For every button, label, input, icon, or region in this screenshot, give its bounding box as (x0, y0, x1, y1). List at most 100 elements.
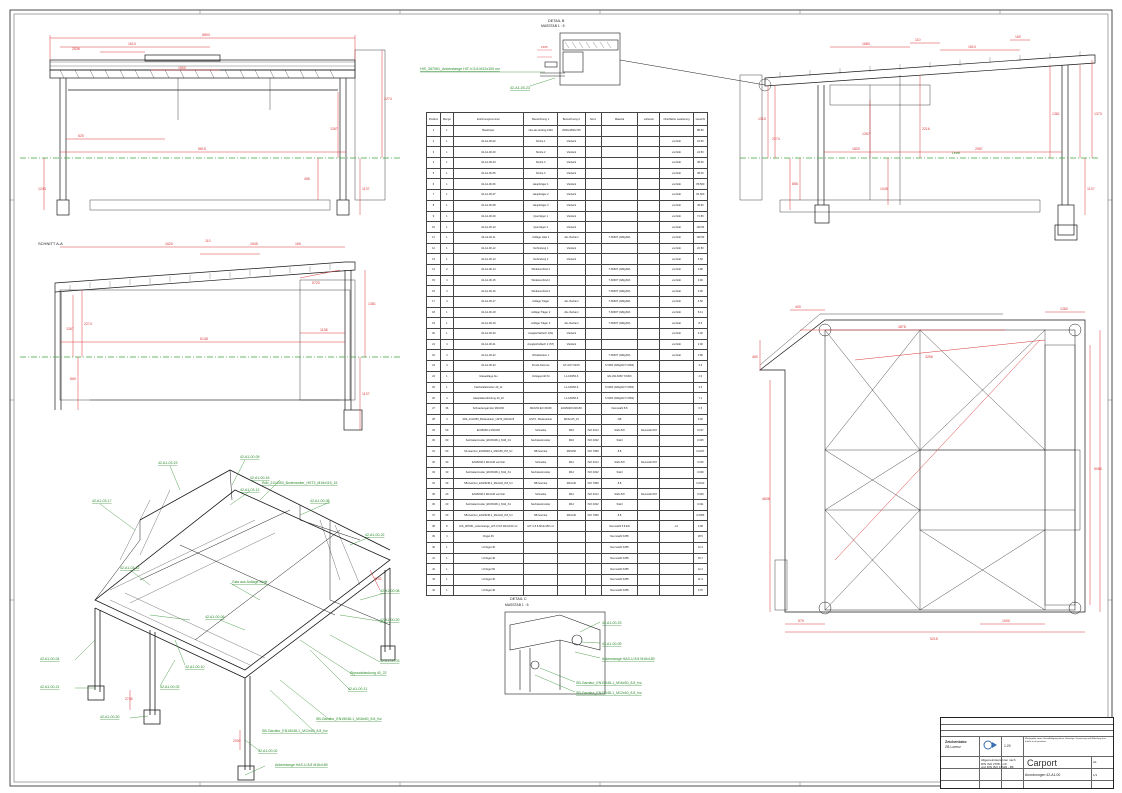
bom-cell: Vierkant (557, 242, 586, 255)
bom-cell (637, 167, 661, 180)
bom-cell: Verlegeprofil St (523, 370, 559, 383)
bom-cell: M16x50 (557, 445, 586, 458)
bom-cell: 1 (440, 317, 454, 330)
iso-label-8: 42-A1-03-12 (120, 566, 140, 570)
bom-cell: 1 (440, 370, 454, 383)
dim-side-h5: 1137 (1087, 187, 1095, 191)
bom-cell: Hauptträger 1 (523, 178, 559, 191)
bom-cell: 7 (425, 189, 442, 201)
bom-cell (637, 520, 661, 533)
bom-cell: M12 (557, 456, 586, 468)
bom-cell: Vierkant (557, 253, 586, 265)
bom-cell (637, 477, 661, 490)
bom-cell: 20 (425, 328, 442, 340)
bom-cell: Alu-Vierkant (557, 296, 586, 308)
bom-cell: 60 (440, 424, 454, 436)
dim-side-d: 160 (1015, 35, 1021, 39)
bom-cell: 1 (440, 381, 454, 394)
front-dimensions (43, 35, 383, 215)
bom-cell: 42-A1-00-07 (452, 189, 525, 201)
bom-cell: L1-160/50-6 (557, 392, 586, 404)
bom-cell (557, 584, 586, 597)
bom-cell (637, 285, 661, 297)
bom-cell: 24 (425, 370, 442, 383)
iso-label-15: Stossabdeckung 40_22 (350, 671, 387, 675)
bom-cell: 42-A1-00-19 (452, 317, 525, 330)
bom-cell: 13 (425, 253, 442, 265)
bom-cell: Stütze 4 (523, 167, 559, 180)
bom-cell: Winkelverbind 2 (523, 274, 559, 287)
bom-cell: S 6060 (AlMgSi0 T-6060) (600, 381, 639, 394)
bom-cell: 25 (425, 381, 442, 394)
detail-b-scale: MASSTAB 1 : 5 (541, 24, 565, 28)
bom-cell: 1 (440, 253, 454, 265)
bom-cell: 20 (440, 488, 454, 501)
bom-cell: 3.00 (692, 285, 709, 297)
bom-cell: 42-A1-00-10 (452, 221, 525, 233)
bom-cell: HIS_387061_Ankerstange_HIT-V-5.8 M12x150… (452, 520, 525, 533)
dim-section-a: 1620 (165, 242, 173, 246)
bom-cell: 118.50 (692, 221, 709, 233)
iso-leaders (74, 459, 386, 776)
iso-label-5: 42-A1-00-08 (310, 499, 330, 503)
bom-cell: 2.80 (692, 349, 709, 362)
bom-cell: Stahl 8.8 (600, 488, 639, 501)
bom-cell: 42-A1-00-12 (452, 242, 525, 255)
bom-cell: Schraube (523, 488, 559, 501)
dim-iso-3: 2030 (233, 739, 241, 743)
bom-cell: U-Flügel 40 (452, 552, 525, 565)
bom-cell: 3.00 (692, 274, 709, 287)
iso-label-13: 42-A1-00-10 (185, 665, 205, 669)
bom-cell: 33 (425, 467, 442, 479)
bom-cell (637, 135, 661, 148)
bom-cell: 14 (425, 263, 442, 276)
dim-section-d: 160 (295, 242, 301, 246)
iso-label-20: 42-A1-00-21 (40, 685, 60, 689)
bom-cell: 21 (425, 338, 442, 351)
bom-cell: 39 (425, 531, 442, 543)
bom-cell (637, 381, 661, 394)
iso-label-9: Glas aus Auflage Stufe (232, 580, 268, 584)
bom-cell: Alu-Vierkant (557, 231, 586, 244)
bom-cell: 88.50 (692, 125, 709, 137)
dim-plan-h2: 4838 (762, 497, 770, 501)
dim-front-h5: 1137 (362, 187, 370, 191)
bom-cell: 24.50 (692, 146, 709, 159)
bom-cell: Nennstahl 8.8 (637, 488, 661, 501)
bom-cell: 18.7 (692, 552, 709, 565)
bom-cell (584, 263, 602, 276)
bom-cell (637, 189, 661, 201)
bom-cell: 1 (440, 242, 454, 255)
bom-cell: M12x40 (557, 509, 586, 522)
bom-cell: HIT-V-5.8 M12x150 mz (523, 520, 559, 533)
bom-cell: 12 (425, 242, 442, 255)
dim-plan-h3: 5086 (1094, 467, 1102, 471)
bom-cell: Sb-Garnitur_EN15048-1_M16x50_8.8_fvz (452, 445, 525, 458)
bom-cell: Nennstahl S355 (600, 541, 639, 554)
dim-front-a: 1610 (128, 42, 136, 46)
bom-cell (637, 178, 661, 191)
bom-cell (584, 584, 602, 597)
dim-section-g: 6138 (200, 337, 208, 341)
iso-label-18: SB-Garnitur_EN15048-1_M12x40_8.8_fvz (262, 729, 328, 733)
bom-cell: 4 (440, 349, 454, 362)
front-view: 5893 1610 2536 1500 620 5815 2274 1267 1… (20, 33, 400, 216)
bom-cell: 86.500 (692, 178, 709, 191)
bom-cell: 38.00 (692, 167, 709, 180)
bom-cell: 27 (425, 402, 442, 415)
bom-cell (584, 306, 602, 319)
iso-label-11: 42-A1-00-20 (380, 618, 400, 622)
bom-cell: 1 (440, 306, 454, 319)
bom-cell: Nennstahl S355 (600, 552, 639, 565)
bom-cell: verzinkt (659, 296, 694, 308)
bom-cell (637, 552, 661, 565)
